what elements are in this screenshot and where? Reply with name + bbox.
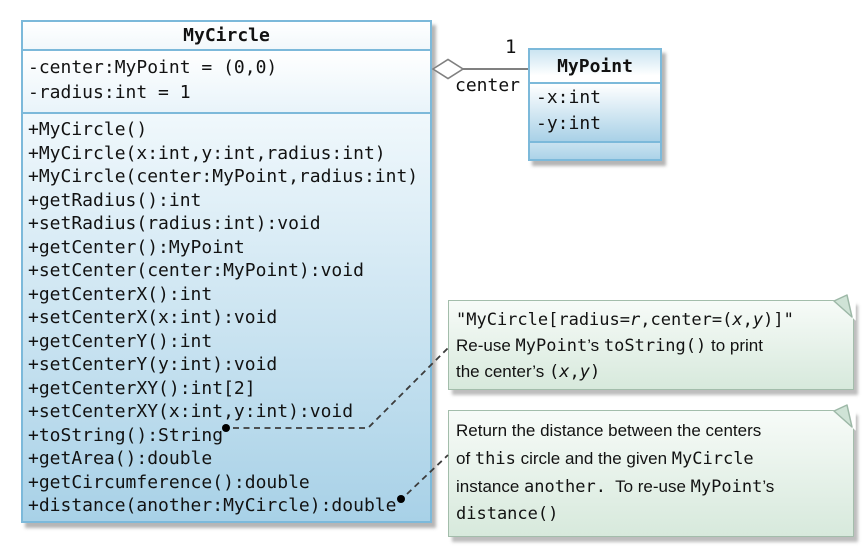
multiplicity-label: 1 <box>505 36 517 58</box>
member-line: +setCenterXY(x:int,y:int):void <box>28 401 354 422</box>
folded-corner-icon <box>832 404 856 431</box>
member-line: +getArea():double <box>28 448 213 469</box>
attributes-compartment-mycircle: -center:MyPoint = (0,0) -radius:int = 1 <box>23 51 430 114</box>
member-line: -radius:int = 1 <box>28 82 191 103</box>
member-line: +toString():String <box>28 424 224 446</box>
methods-compartment-mypoint <box>530 143 660 159</box>
note-line: the center’s (x,y) <box>456 362 601 382</box>
attributes-compartment-mypoint: -x:int -y:int <box>530 84 660 143</box>
member-line: -x:int <box>536 87 602 108</box>
member-line: +MyCircle(x:int,y:int,radius:int) <box>28 142 386 164</box>
class-box-mypoint: MyPoint -x:int -y:int <box>528 48 662 161</box>
class-title-mycircle: MyCircle <box>23 22 430 51</box>
note-tostring: "MyCircle[radius=r,center=(x,y)]" Re-use … <box>448 294 856 390</box>
member-line: +setCenterX(x:int):void <box>28 307 278 328</box>
methods-compartment-mycircle: +MyCircle()+MyCircle(x:int,y:int,radius:… <box>23 114 430 521</box>
note-line: Return the distance between the centers <box>456 421 762 440</box>
member-line: +getCenterX():int <box>28 283 213 305</box>
member-line: +MyCircle() <box>28 119 148 140</box>
note-line: Re-use MyPoint’s toString() to print <box>456 336 763 356</box>
folded-corner-icon <box>832 294 856 321</box>
member-line: +getCenterXY():int[2] <box>28 377 256 399</box>
note-line: distance() <box>456 504 559 524</box>
member-line: -center:MyPoint = (0,0) <box>28 57 278 78</box>
role-label: center <box>455 75 521 96</box>
member-line: +MyCircle(center:MyPoint,radius:int) <box>28 166 419 187</box>
member-line: +getCenter():MyPoint <box>28 236 245 258</box>
member-line: +getCircumference():double <box>28 471 310 493</box>
member-line: +getCenterY():int <box>28 330 213 352</box>
member-line: +getRadius():int <box>28 189 202 211</box>
note-text: Return the distance between the centers o… <box>456 417 846 528</box>
note-line: "MyCircle[radius=r,center=(x,y)]" <box>456 310 794 330</box>
member-line: +setCenter(center:MyPoint):void <box>28 260 364 281</box>
member-line: -y:int <box>536 113 602 134</box>
note-text: "MyCircle[radius=r,center=(x,y)]" Re-use … <box>456 307 846 385</box>
member-line: +distance(another:MyCircle):double <box>28 495 397 516</box>
note-line: instance another. To re-use MyPoint’s <box>456 477 775 497</box>
member-line: +setRadius(radius:int):void <box>28 213 321 234</box>
note-distance: Return the distance between the centers o… <box>448 404 856 537</box>
class-title-mypoint: MyPoint <box>530 50 660 84</box>
class-box-mycircle: MyCircle -center:MyPoint = (0,0) -radius:… <box>21 20 432 523</box>
note-line: of this circle and the given MyCircle <box>456 449 754 469</box>
member-line: +setCenterY(y:int):void <box>28 354 278 375</box>
